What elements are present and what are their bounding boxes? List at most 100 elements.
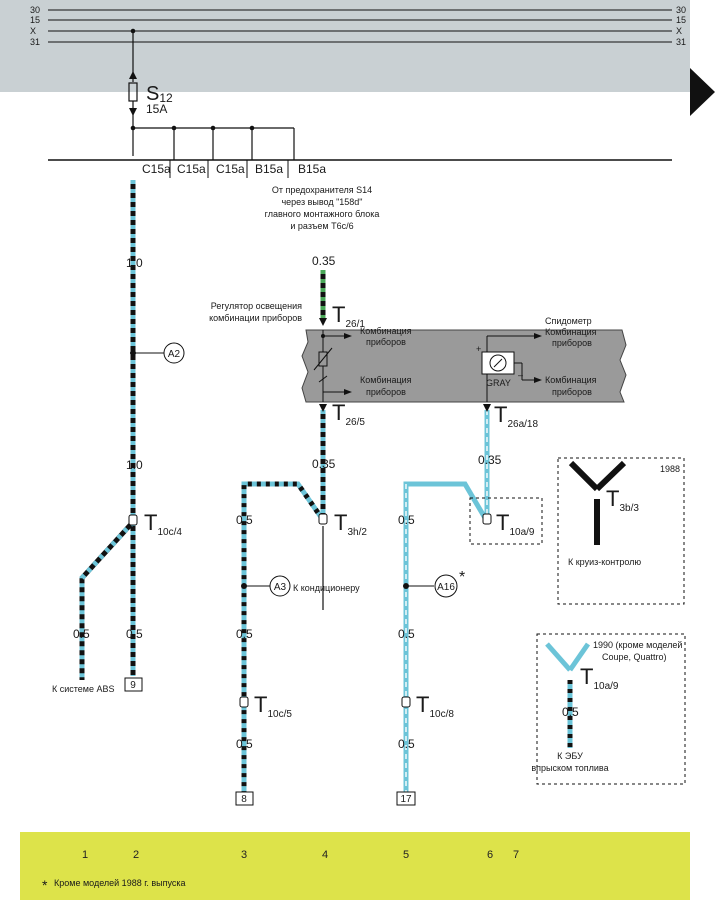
instrument-cluster-panel [301, 329, 627, 403]
arrow-down-icon [319, 318, 327, 326]
inset-1990-line1: 1990 (кроме моделей [593, 640, 682, 650]
gray-label: GRAY [486, 378, 511, 388]
wire-size: 0.5 [398, 513, 415, 527]
connector-dividers [169, 160, 289, 178]
splice-a3-marker [269, 575, 291, 597]
minus-sign: – [518, 370, 523, 380]
footnote-star: * [42, 877, 48, 893]
wire-size: 0.5 [73, 627, 90, 641]
column-number: 6 [487, 849, 493, 861]
wire-size: 0.5 [562, 705, 579, 719]
inset-1988-box [557, 457, 685, 605]
ecu-label-line2: впрыском топлива [531, 763, 608, 773]
terminal-t10c-4: T10c/4 [144, 510, 182, 538]
arrow-right-icon [534, 377, 542, 383]
ground-box-8 [235, 791, 254, 806]
s14-note-line1: От предохранителя S14 [272, 185, 372, 195]
footnote-text: Кроме моделей 1988 г. выпуска [54, 878, 186, 888]
bus-30-right: 30 [676, 5, 686, 15]
junction-dot [210, 125, 216, 131]
terminal-t26a-18: T26a/18 [494, 402, 538, 430]
header-band [0, 0, 690, 92]
arrow-right-icon [344, 333, 352, 339]
ground-box-9-label: 9 [130, 680, 136, 691]
inset-1990-line2: Coupe, Quattro) [602, 652, 667, 662]
column-number: 7 [513, 849, 519, 861]
page-arrow-icon [690, 68, 715, 116]
terminal-t26-5: T26/5 [332, 400, 365, 428]
bus-15-right: 15 [676, 15, 686, 25]
bus-31-right: 31 [676, 37, 686, 47]
wire-size: 1.0 [126, 458, 143, 472]
combo3-line1: Комбинация [545, 327, 597, 337]
column-number: 4 [322, 849, 328, 861]
wire-size: 0.35 [478, 453, 502, 467]
wire-size: 0.5 [398, 627, 415, 641]
ecu-label-line1: К ЭБУ [557, 751, 583, 761]
splice-a2-marker [163, 342, 185, 364]
junction-dot [130, 28, 136, 34]
arrow-up-icon [129, 71, 137, 79]
ac-label: К кондиционеру [293, 583, 360, 593]
wire-size: 0.5 [236, 737, 253, 751]
splice-a16-star: * [459, 569, 465, 586]
arrow-right-icon [344, 389, 352, 395]
arrow-down-icon [319, 404, 327, 412]
terminal-t10c-5: T10c/5 [254, 692, 292, 720]
junction-dot [171, 125, 177, 131]
wire-size: 0.35 [312, 457, 336, 471]
speedo-label: Спидометр [545, 316, 592, 326]
s14-note-line2: через вывод "158d" [281, 197, 362, 207]
bus-x-right: X [676, 26, 682, 36]
wire-size: 0.5 [398, 737, 415, 751]
wire-size: 0.5 [236, 513, 253, 527]
terminal-t3b-3: T3b/3 [606, 486, 639, 514]
bus-x-left: X [30, 26, 36, 36]
junction-dot [321, 334, 325, 338]
abs-label: К системе ABS [52, 684, 115, 694]
speedometer-symbol [481, 335, 534, 402]
dimmer-symbol [313, 330, 344, 402]
wire-size: 0.35 [312, 254, 336, 268]
combo2-line2: приборов [366, 387, 406, 397]
terminal-t10c-8: T10c/8 [416, 692, 454, 720]
inset-1988-wire [568, 460, 627, 545]
bus-30-left: 30 [30, 5, 40, 15]
splice-a3-label: A3 [274, 582, 287, 593]
junction-dot [130, 125, 136, 131]
splice-a16-marker [434, 574, 458, 598]
terminal-t10a-9b: T10a/9 [580, 664, 619, 692]
footer-band [20, 832, 690, 900]
s14-note-line3: главного монтажного блока [265, 209, 380, 219]
fuse-rating: 15A [146, 102, 167, 116]
combo2-line1: Комбинация [360, 375, 412, 385]
inset-1988-year: 1988 [660, 464, 680, 474]
column-number: 5 [403, 849, 409, 861]
regulator-label-line1: Регулятор освещения [211, 301, 302, 311]
plus-sign: + [476, 344, 481, 354]
splice-a2-label: A2 [168, 349, 181, 360]
wire-size: 0.5 [126, 627, 143, 641]
ground-box-17-label: 17 [400, 794, 412, 805]
wire-size: 1.0 [126, 256, 143, 270]
junction-dot [249, 125, 255, 131]
bus-31-left: 31 [30, 37, 40, 47]
t10a9-dashed-box [469, 497, 543, 545]
column-number: 3 [241, 849, 247, 861]
combo4-line2: приборов [552, 387, 592, 397]
connector-c15a-1: C15a [142, 162, 171, 176]
splice-a16-label: A16 [437, 582, 455, 593]
terminal-t10a-9: T10a/9 [496, 510, 535, 538]
terminal-t26-1: T26/1 [332, 302, 365, 330]
wire-col1 [79, 520, 135, 680]
combo3-line2: приборов [552, 338, 592, 348]
ground-box-9 [124, 677, 143, 692]
ground-box-17 [396, 791, 416, 806]
arrow-right-icon [534, 333, 542, 339]
combo1-line2: приборов [366, 337, 406, 347]
connector-c15a-3: C15a [216, 162, 245, 176]
connector-b15a-1: B15a [255, 162, 283, 176]
combo1-line1: Комбинация [360, 326, 412, 336]
arrow-down-icon [129, 108, 137, 116]
